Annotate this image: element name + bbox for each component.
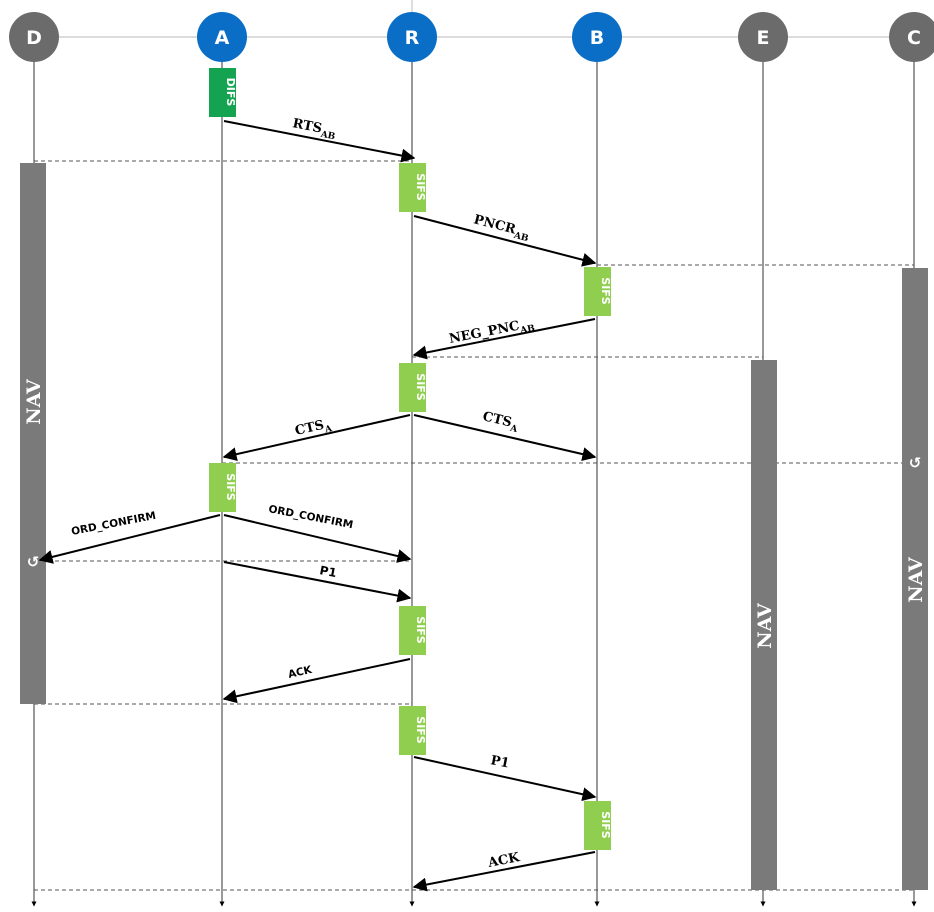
nav-bar-d: NAV ↺	[20, 163, 46, 704]
arrow-p1-ar	[223, 561, 412, 603]
node-b-label: B	[590, 27, 604, 49]
node-b: B	[572, 12, 622, 62]
svg-text:SIFS: SIFS	[414, 616, 427, 644]
sifs-box-r-2: SIFS	[399, 363, 427, 412]
svg-text:SIFS: SIFS	[224, 473, 237, 501]
node-e-circle	[738, 12, 788, 62]
svg-text:SIFS: SIFS	[414, 173, 427, 201]
node-a: A	[197, 12, 247, 62]
svg-text:SIFS: SIFS	[599, 277, 612, 305]
label-rts: RTSAB	[291, 116, 338, 142]
nav-label-d: NAV	[23, 378, 45, 425]
arrow-neg-pnc	[412, 318, 596, 360]
arrow-ord-confirm-d	[38, 514, 221, 564]
arrow-ack-br	[412, 851, 596, 892]
label-ord-confirm-r: ORD_CONFIRM	[267, 503, 354, 531]
node-r-label: R	[405, 27, 420, 49]
nav-bar-c: NAV ↺	[902, 268, 928, 890]
message-arrows	[38, 120, 597, 892]
difs-box-a: DIFS	[209, 68, 237, 117]
node-d: D	[9, 12, 59, 62]
svg-text:SIFS: SIFS	[414, 373, 427, 401]
arrow-cts-a	[222, 414, 411, 462]
node-e-label: E	[757, 27, 770, 49]
label-p1-rb: P1	[489, 753, 510, 771]
node-b-circle	[572, 12, 622, 62]
node-d-circle	[9, 12, 59, 62]
sifs-box-r-1: SIFS	[399, 163, 427, 212]
node-e: E	[738, 12, 788, 62]
label-cts-b: CTSA	[480, 409, 521, 435]
node-a-label: A	[215, 27, 230, 49]
sifs-box-r-4: SIFS	[399, 706, 427, 755]
nav-c-refresh-icon: ↺	[909, 454, 922, 472]
arrow-rts	[223, 120, 416, 163]
label-ack-ra: ACK	[287, 664, 314, 681]
node-d-label: D	[26, 27, 42, 49]
sifs-box-b-1: SIFS	[584, 267, 612, 316]
sifs-box-r-3: SIFS	[399, 606, 427, 655]
node-r-circle	[387, 12, 437, 62]
lifelines	[31, 62, 917, 907]
dashed-boundaries	[34, 160, 914, 891]
node-c: C	[889, 12, 934, 62]
svg-text:SIFS: SIFS	[599, 811, 612, 839]
nav-bar-e: NAV	[751, 360, 777, 890]
arrow-cts-b	[413, 414, 597, 461]
node-c-label: C	[907, 27, 921, 49]
label-cts-a: CTSA	[294, 416, 334, 442]
label-p1-ar: P1	[318, 563, 338, 580]
node-c-circle	[889, 12, 934, 62]
svg-text:SIFS: SIFS	[414, 716, 427, 744]
arrow-ack-ra	[222, 658, 411, 704]
label-neg-pnc: NEG_PNCAB	[448, 316, 536, 350]
arrow-ord-confirm-r	[223, 514, 412, 563]
svg-text:DIFS: DIFS	[224, 78, 237, 107]
nav-d-refresh-icon: ↺	[27, 553, 40, 571]
arrow-pncr	[413, 215, 597, 267]
node-a-circle	[197, 12, 247, 62]
arrow-p1-rb	[413, 756, 597, 802]
node-r: R	[387, 12, 437, 62]
sifs-box-a: SIFS	[209, 463, 237, 512]
nav-label-c: NAV	[905, 556, 927, 603]
nav-label-e: NAV	[754, 602, 776, 649]
label-ack-br: ACK	[486, 850, 522, 871]
sifs-box-b-2: SIFS	[584, 801, 612, 850]
